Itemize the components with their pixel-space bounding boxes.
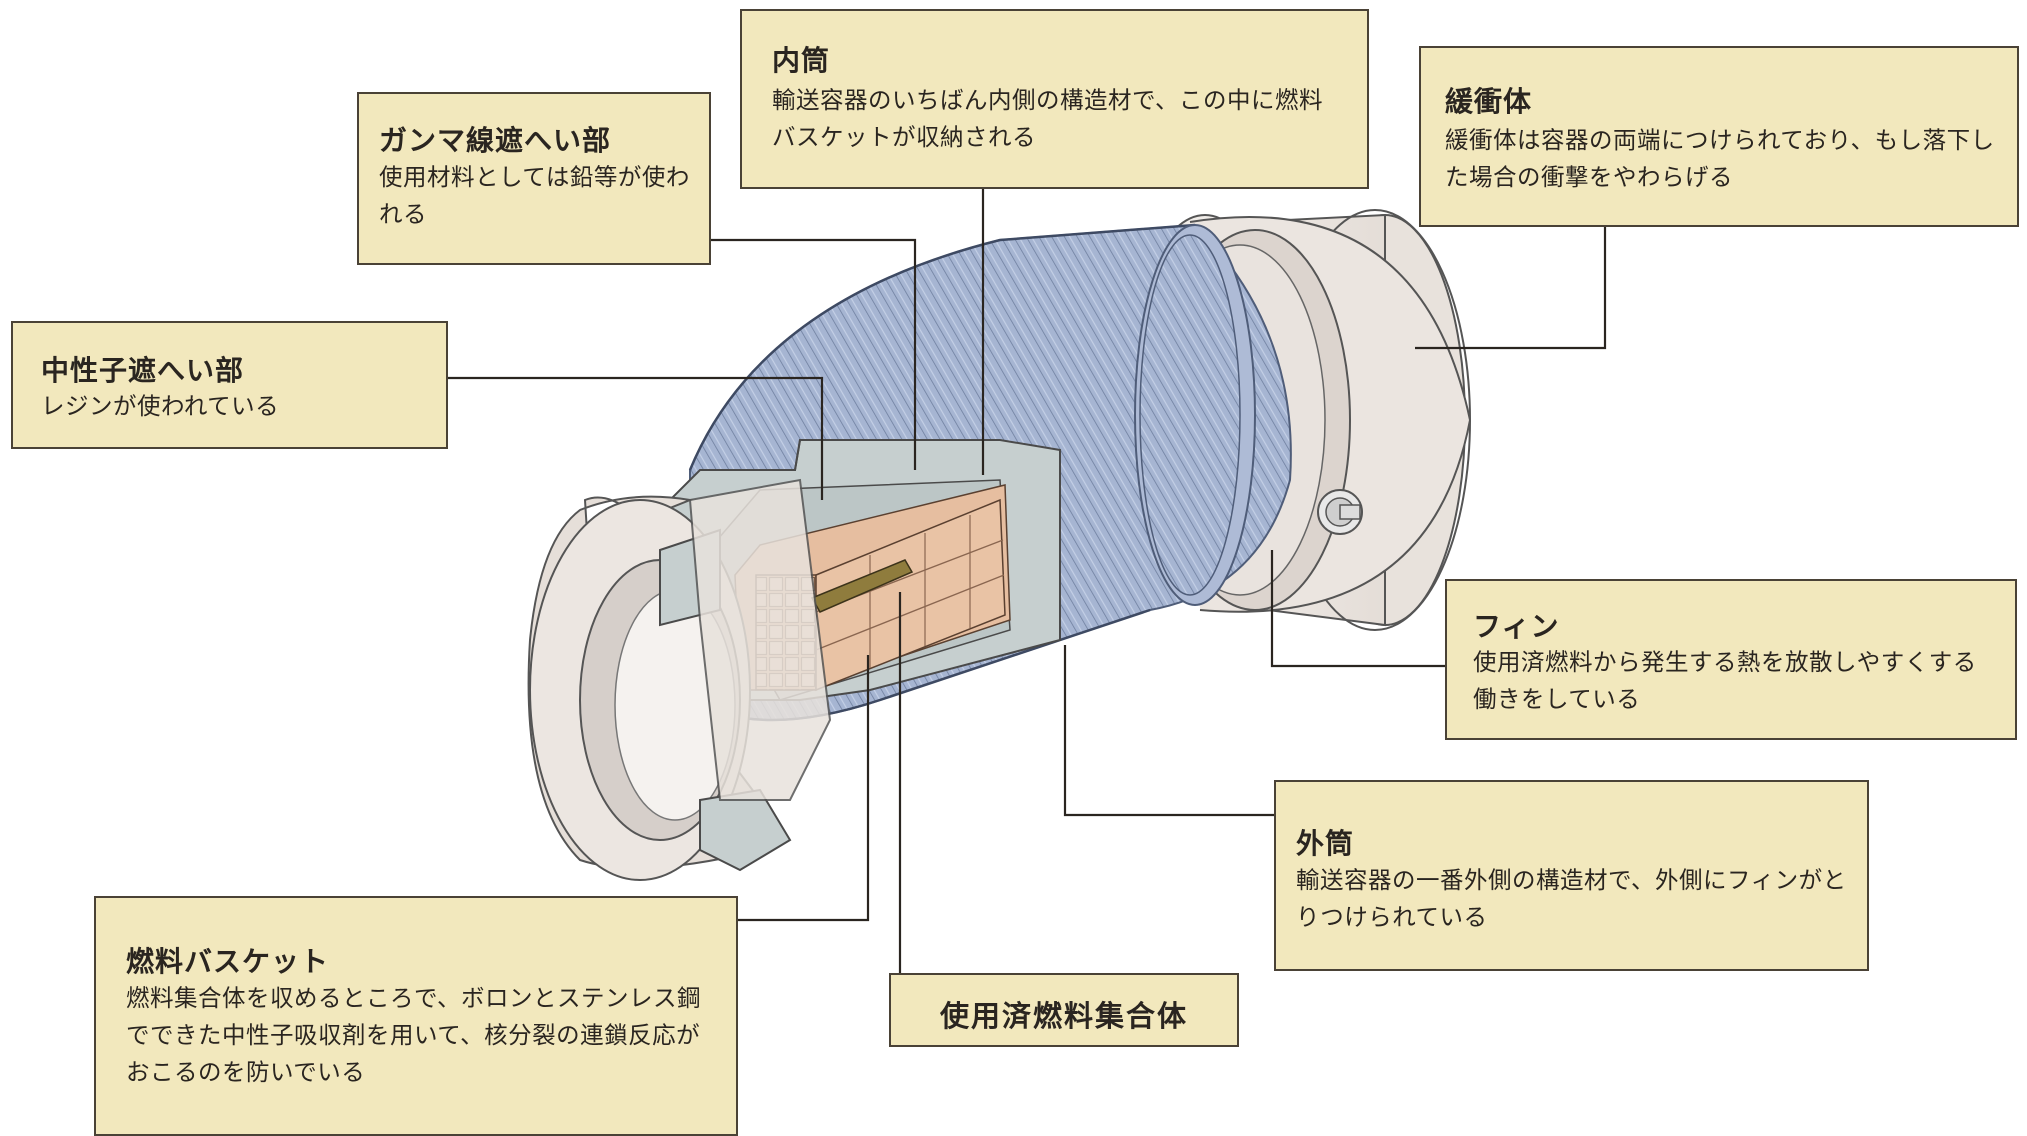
label-inner-cylinder-title: 内筒 <box>772 44 831 77</box>
label-fin-desc: 使用済燃料から発生する熱を放散しやすくする働きをしている <box>1473 648 1977 713</box>
label-shock-absorber-title: 緩衝体 <box>1445 85 1533 118</box>
leader-shock-absorber <box>1415 226 1607 350</box>
label-gamma-shield-desc: 使用材料としては鉛等が使われる <box>379 163 690 228</box>
label-neutron-shield-desc: レジンが使われている <box>41 392 280 420</box>
label-fin: フィン 使用済燃料から発生する熱を放散しやすくする働きをしている <box>1445 579 2017 740</box>
label-shock-absorber-desc: 緩衝体は容器の両端につけられており、もし落下した場合の衝撃をやわらげる <box>1445 126 1995 191</box>
left-shock-absorber <box>527 478 832 881</box>
leader-neutron-shield <box>448 376 824 500</box>
label-gamma-shield-title: ガンマ線遮へい部 <box>379 124 612 157</box>
label-shock-absorber: 緩衝体 緩衝体は容器の両端につけられており、もし落下した場合の衝撃をやわらげる <box>1419 46 2019 227</box>
label-spent-fuel-title: 使用済燃料集合体 <box>939 999 1188 1033</box>
leader-fuel-basket <box>738 655 870 922</box>
label-spent-fuel: 使用済燃料集合体 <box>889 973 1239 1047</box>
label-outer-cylinder-title: 外筒 <box>1296 827 1355 860</box>
label-outer-cylinder: 外筒 輸送容器の一番外側の構造材で、外側にフィンがとりつけられている <box>1274 780 1869 971</box>
label-inner-cylinder-desc: 輸送容器のいちばん内側の構造材で、この中に燃料バスケットが収納される <box>772 86 1324 151</box>
label-fuel-basket-title: 燃料バスケット <box>126 945 330 978</box>
label-fuel-basket: 燃料バスケット 燃料集合体を収めるところで、ボロンとステンレス鋼でできた中性子吸… <box>94 896 738 1136</box>
leader-fin <box>1270 550 1445 668</box>
label-fuel-basket-desc: 燃料集合体を収めるところで、ボロンとステンレス鋼でできた中性子吸収剤を用いて、核… <box>126 984 702 1086</box>
label-outer-cylinder-desc: 輸送容器の一番外側の構造材で、外側にフィンがとりつけられている <box>1296 866 1847 931</box>
label-neutron-shield: 中性子遮へい部 レジンが使われている <box>11 321 448 449</box>
leader-gamma-shield <box>710 238 917 470</box>
label-fin-title: フィン <box>1473 610 1560 643</box>
leader-outer-cylinder <box>1063 645 1275 817</box>
label-neutron-shield-title: 中性子遮へい部 <box>41 354 245 387</box>
label-inner-cylinder: 内筒 輸送容器のいちばん内側の構造材で、この中に燃料バスケットが収納される <box>740 9 1369 189</box>
label-gamma-shield: ガンマ線遮へい部 使用材料としては鉛等が使われる <box>357 92 711 265</box>
